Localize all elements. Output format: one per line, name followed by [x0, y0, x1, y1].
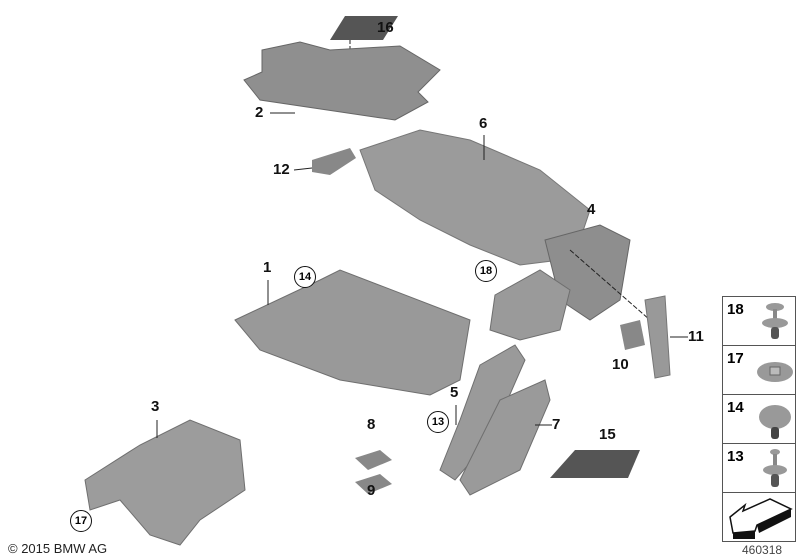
fastener-legend: 18 17 14 13 [722, 296, 796, 542]
circled-callout-18: 18 [475, 260, 497, 282]
speed-nut-washer-icon [757, 362, 793, 382]
legend-label: 17 [727, 350, 744, 367]
part-9-pad [355, 474, 392, 494]
mushroom-clip-icon [759, 405, 791, 439]
part-7-pillar [459, 379, 551, 496]
legend-label: 13 [727, 448, 744, 465]
legend-row-13: 13 [722, 443, 796, 492]
callout-2: 2 [255, 104, 264, 121]
part-18-bracket [489, 269, 571, 341]
push-clip-icon [762, 303, 788, 339]
callout-11: 11 [688, 328, 704, 345]
callout-5: 5 [450, 384, 459, 401]
callout-15: 15 [599, 426, 616, 443]
callout-12: 12 [273, 161, 290, 178]
legend-row-18: 18 [722, 296, 796, 345]
direction-arrow-icon [729, 498, 793, 539]
part-10-clip [620, 320, 645, 350]
legend-row-17: 17 [722, 345, 796, 394]
legend-row-direction [722, 492, 796, 542]
callout-6: 6 [479, 115, 488, 132]
callout-16: 16 [377, 19, 394, 36]
image-number: 460318 [742, 543, 783, 557]
part-3-tunnel [84, 419, 246, 546]
expansion-rivet-icon [763, 449, 787, 487]
part-8-pad [355, 450, 392, 470]
callout-7: 7 [552, 416, 561, 433]
part-16-mat [330, 16, 398, 40]
part-2-floor-mat [243, 41, 441, 121]
leader-12 [293, 167, 313, 171]
legend-label: 14 [727, 399, 744, 416]
legend-row-14: 14 [722, 394, 796, 443]
callout-9: 9 [367, 482, 376, 499]
leader-4 [569, 249, 651, 321]
callout-4: 4 [587, 201, 596, 218]
callout-10: 10 [612, 356, 629, 373]
copyright-notice: © 2015 BMW AG [8, 541, 108, 556]
callout-1: 1 [263, 259, 272, 276]
part-11-strip [644, 295, 671, 379]
callout-3: 3 [151, 398, 160, 415]
part-1-floor-insulation [234, 269, 471, 396]
circled-callout-17: 17 [70, 510, 92, 532]
part-12-block [312, 148, 356, 175]
circled-callout-13: 13 [427, 411, 449, 433]
circled-callout-14: 14 [294, 266, 316, 288]
legend-label: 18 [727, 301, 744, 318]
part-15-mat [550, 450, 640, 478]
callout-8: 8 [367, 416, 376, 433]
